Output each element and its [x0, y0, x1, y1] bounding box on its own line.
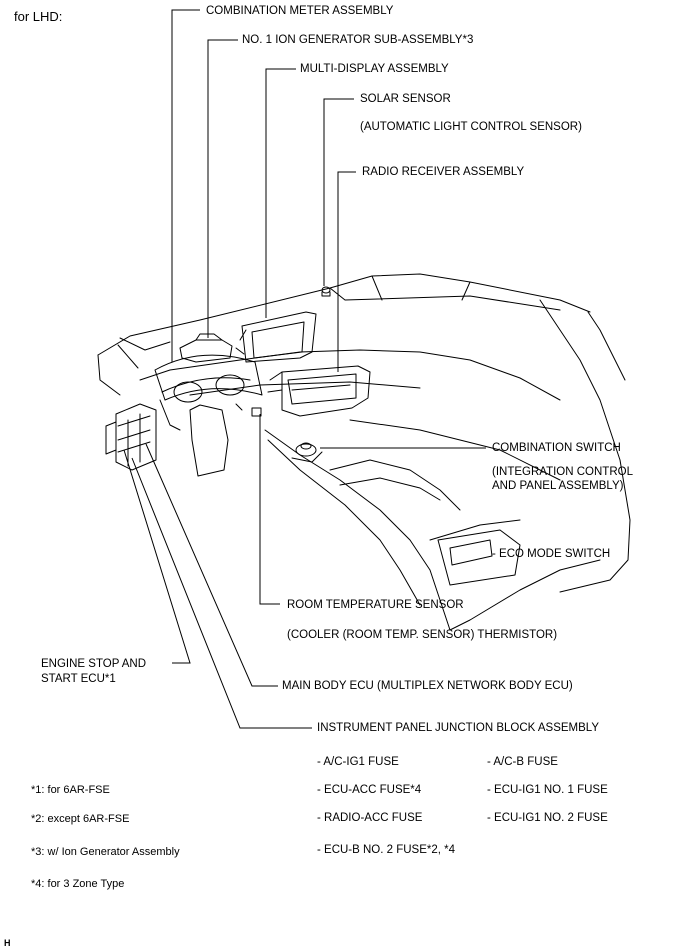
label-solar-sensor-note: (AUTOMATIC LIGHT CONTROL SENSOR): [360, 121, 582, 133]
label-combination-meter: COMBINATION METER ASSEMBLY: [206, 5, 394, 17]
fuse-item: - A/C-IG1 FUSE: [317, 756, 399, 768]
label-radio-receiver: RADIO RECEIVER ASSEMBLY: [362, 166, 525, 178]
label-combination-switch-note-1: (INTEGRATION CONTROL: [492, 466, 633, 478]
label-main-body-ecu: MAIN BODY ECU (MULTIPLEX NETWORK BODY EC…: [282, 680, 573, 692]
label-combination-switch: COMBINATION SWITCH: [492, 442, 621, 454]
fuse-item: - ECU-IG1 NO. 1 FUSE: [487, 784, 608, 796]
fuse-item: - ECU-IG1 NO. 2 FUSE: [487, 812, 608, 824]
label-junction-block: INSTRUMENT PANEL JUNCTION BLOCK ASSEMBLY: [317, 722, 600, 734]
corner-mark: H: [4, 938, 11, 948]
fuse-item: - RADIO-ACC FUSE: [317, 812, 423, 824]
label-room-temp-sensor-note: (COOLER (ROOM TEMP. SENSOR) THERMISTOR): [287, 629, 558, 641]
footnote: *4: for 3 Zone Type: [31, 878, 125, 890]
footnote: *3: w/ Ion Generator Assembly: [31, 846, 180, 858]
fuse-item: - A/C-B FUSE: [487, 756, 558, 768]
footnote: *2: except 6AR-FSE: [31, 813, 130, 825]
fuse-item: - ECU-ACC FUSE*4: [317, 784, 422, 796]
variant-label: for LHD:: [14, 9, 63, 24]
label-engine-stop-line-1: ENGINE STOP AND: [41, 658, 147, 670]
label-ion-generator: NO. 1 ION GENERATOR SUB-ASSEMBLY*3: [242, 34, 474, 46]
label-room-temp-sensor: ROOM TEMPERATURE SENSOR: [287, 599, 464, 611]
footnote: *1: for 6AR-FSE: [31, 784, 110, 796]
fuse-item: - ECU-B NO. 2 FUSE*2, *4: [317, 844, 456, 856]
label-solar-sensor: SOLAR SENSOR: [360, 93, 451, 105]
label-combination-switch-note-2: AND PANEL ASSEMBLY): [492, 480, 624, 492]
label-multi-display: MULTI-DISPLAY ASSEMBLY: [300, 63, 449, 75]
label-engine-stop-line-2: START ECU*1: [41, 673, 116, 685]
label-eco-mode-switch: - ECO MODE SWITCH: [492, 548, 611, 560]
